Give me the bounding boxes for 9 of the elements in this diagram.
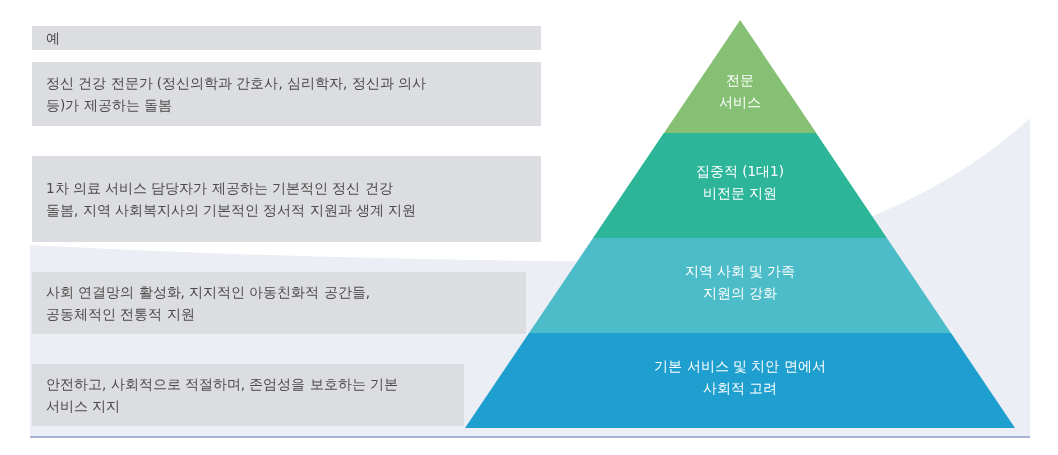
layer-label: 집중적 (1대1) 비전문 지원 [694,161,785,203]
header-box: 예 [32,26,541,50]
description-box: 1차 의료 서비스 담당자가 제공하는 기본적인 정신 건강 돌봄, 지역 사회복지사의 기본적인 정서적 지원과 생계 지원 [32,156,541,242]
description-box: 사회 연결망의 활성화, 지지적인 아동친화적 공간들, 공동체적인 전통적 지원 [32,272,526,334]
description-box: 안전하고, 사회적으로 적절하며, 존엄성을 보호하는 기본 서비스 지지 [32,364,464,426]
layer-label: 기본 서비스 및 치안 면에서 사회적 고려 [653,356,827,398]
description-box: 정신 건강 전문가 (정신의학과 간호사, 심리학자, 정신과 의사 등)가 제공하는 돌봄 [32,62,541,126]
layer-label: 지역 사회 및 가족 지원의 강화 [683,261,797,303]
layer-label: 전문 서비스 [718,71,762,112]
